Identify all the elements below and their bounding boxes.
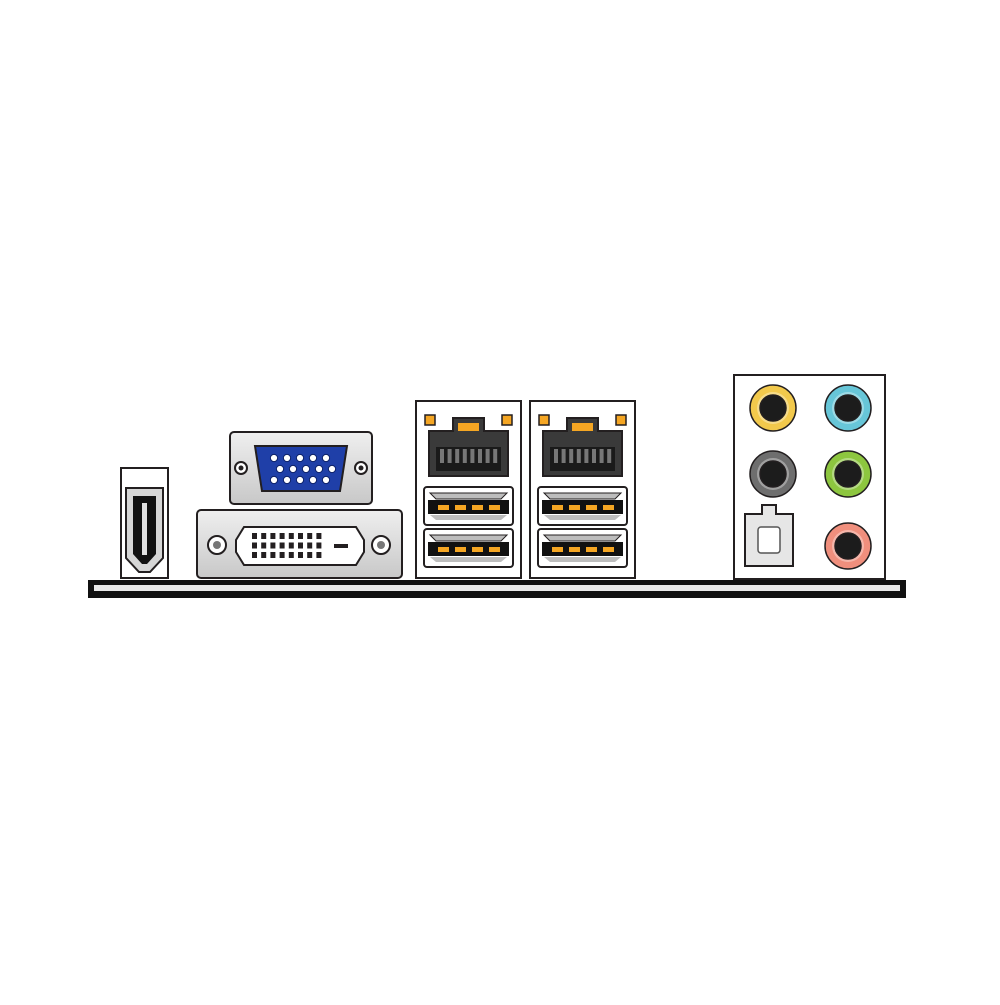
usb-port-icon: [423, 486, 514, 526]
usb-port-icon: [537, 528, 628, 568]
rj45-port-icon: [424, 414, 513, 477]
audio-jack-lime-icon: [824, 450, 872, 498]
usb-port-icon: [537, 486, 628, 526]
audio-jack-yellow-icon: [749, 384, 797, 432]
vga-port-icon: [229, 431, 373, 505]
dvi-port-icon: [196, 509, 403, 579]
usb-port-icon: [423, 528, 514, 568]
lan-usb-stack-icon: [529, 400, 636, 579]
hdmi-port-icon: [120, 467, 169, 579]
audio-jack-pink-icon: [824, 522, 872, 570]
rj45-port-icon: [538, 414, 627, 477]
audio-jack-light-blue-icon: [824, 384, 872, 432]
audio-jack-black-icon: [749, 450, 797, 498]
audio-panel-icon: [733, 374, 886, 580]
back-plate: [88, 580, 906, 598]
optical-spdif-icon: [744, 504, 794, 567]
lan-usb-stack-icon: [415, 400, 522, 579]
